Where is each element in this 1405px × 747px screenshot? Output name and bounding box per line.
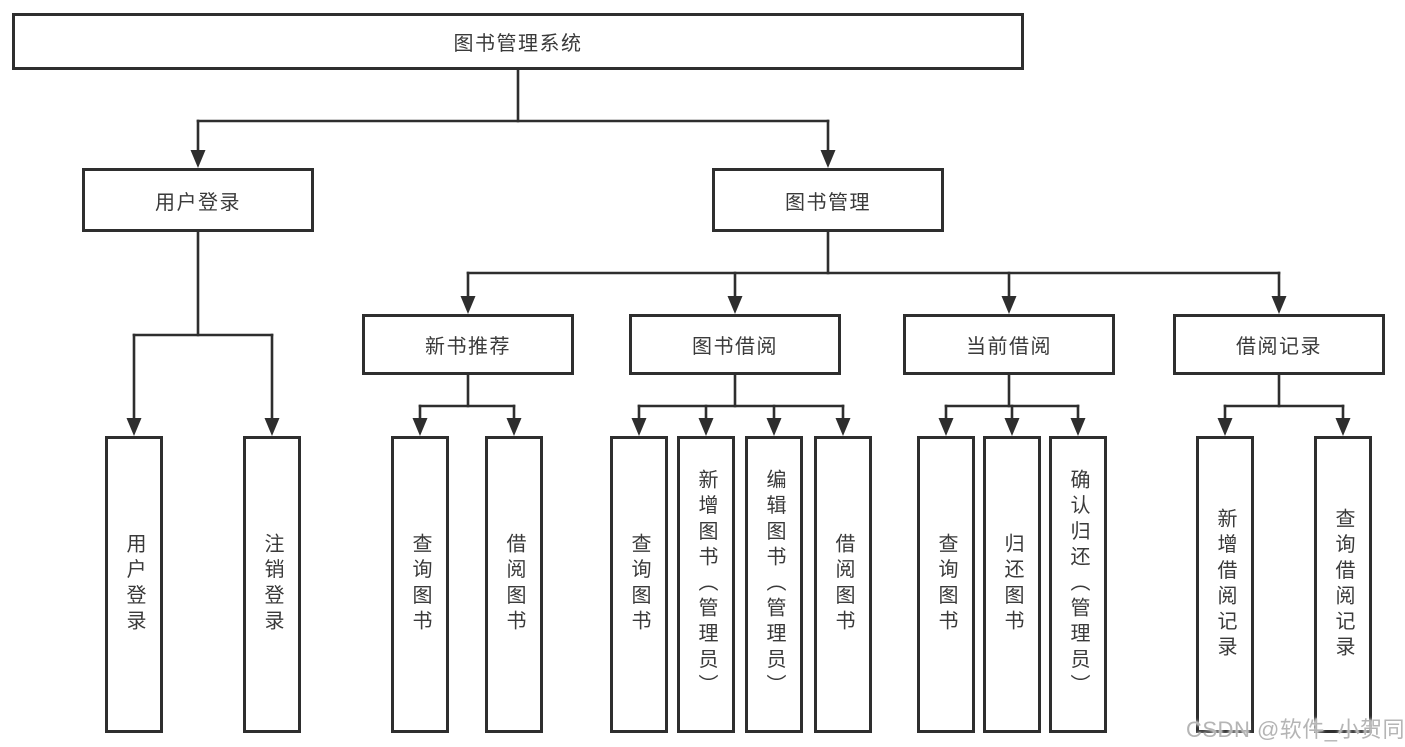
node-label: 查询借阅记录 [1332,507,1354,662]
leaf-add-borrow-record: 新增借阅记录 [1196,436,1254,733]
node-label: 注销登录 [261,533,283,636]
node-label: 归还图书 [1001,533,1023,636]
leaf-query-book-recommend: 查询图书 [391,436,449,733]
node-book-management: 图书管理 [712,168,944,232]
leaf-confirm-return-admin: 确认归还（管理员） [1049,436,1107,733]
node-label: 图书管理系统 [453,33,583,55]
node-label: 借阅图书 [832,533,854,636]
leaf-user-login: 用户登录 [105,436,163,733]
leaf-logout: 注销登录 [243,436,301,733]
node-label: 用户登录 [123,533,145,636]
node-label: 查询图书 [409,533,431,636]
node-user-login: 用户登录 [82,168,314,232]
node-new-book-recommend: 新书推荐 [362,314,574,375]
node-label: 新增图书（管理员） [695,469,717,700]
node-label: 借阅图书 [503,533,525,636]
leaf-borrow-book-recommend: 借阅图书 [485,436,543,733]
node-label: 借阅记录 [1236,336,1322,358]
leaf-add-book-admin: 新增图书（管理员） [677,436,735,733]
node-label: 新书推荐 [425,336,511,358]
leaf-query-borrow-record: 查询借阅记录 [1314,436,1372,733]
node-label: 查询图书 [628,533,650,636]
node-label: 用户登录 [155,191,241,214]
leaf-edit-book-admin: 编辑图书（管理员） [745,436,803,733]
node-label: 编辑图书（管理员） [763,469,785,700]
node-label: 查询图书 [935,533,957,636]
node-label: 确认归还（管理员） [1067,469,1089,700]
leaf-return-book: 归还图书 [983,436,1041,733]
node-label: 当前借阅 [966,336,1052,358]
leaf-borrow-book: 借阅图书 [814,436,872,733]
node-label: 新增借阅记录 [1214,507,1236,662]
node-label: 图书管理 [785,191,871,214]
node-book-borrowing: 图书借阅 [629,314,841,375]
node-root-system: 图书管理系统 [12,13,1024,70]
node-label: 图书借阅 [692,336,778,358]
node-borrow-records: 借阅记录 [1173,314,1385,375]
node-current-borrowing: 当前借阅 [903,314,1115,375]
arrowheads [126,150,1351,436]
leaf-query-book-current: 查询图书 [917,436,975,733]
leaf-query-book-borrowing: 查询图书 [610,436,668,733]
csdn-watermark: CSDN @软件_小贺同学 [1186,717,1405,742]
